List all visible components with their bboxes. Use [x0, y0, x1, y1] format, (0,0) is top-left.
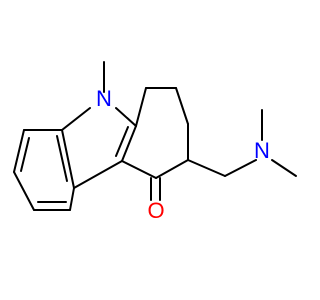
- bond-c1a-c1: [135, 87, 147, 127]
- atom-n9-label: N: [96, 86, 112, 111]
- bond-c4-c4a: [121, 160, 157, 179]
- atom-labels: N O N: [96, 86, 270, 223]
- atom-nme2-label: N: [254, 138, 270, 163]
- bond-c8-c7: [13, 129, 25, 173]
- bond-c5-c4b: [69, 187, 75, 211]
- bond-c1a-c4a: [121, 125, 137, 162]
- bond-c4-c3: [155, 159, 189, 179]
- bond-c1a-c4a-double: [115, 126, 129, 157]
- molecule-diagram: N O N: [13, 61, 297, 223]
- bond-c2-c3: [175, 87, 189, 125]
- bond-c4b-c9a: [61, 129, 75, 189]
- atom-o4-label: O: [147, 198, 164, 223]
- bond-c7-c6: [13, 171, 35, 211]
- bond-benzene-inner-3: [56, 135, 68, 182]
- bond-n-methyl-right: [271, 159, 297, 177]
- structure-svg: N O N: [13, 61, 297, 223]
- bond-c4a-c4b: [73, 160, 123, 189]
- bonds: [13, 61, 297, 211]
- bond-n9-c9a: [61, 107, 91, 131]
- bond-ch2-n: [224, 159, 257, 177]
- bond-n9-c1a: [115, 107, 137, 127]
- bond-benzene-inner-1: [20, 137, 30, 172]
- bond-c3-ch2: [187, 159, 226, 177]
